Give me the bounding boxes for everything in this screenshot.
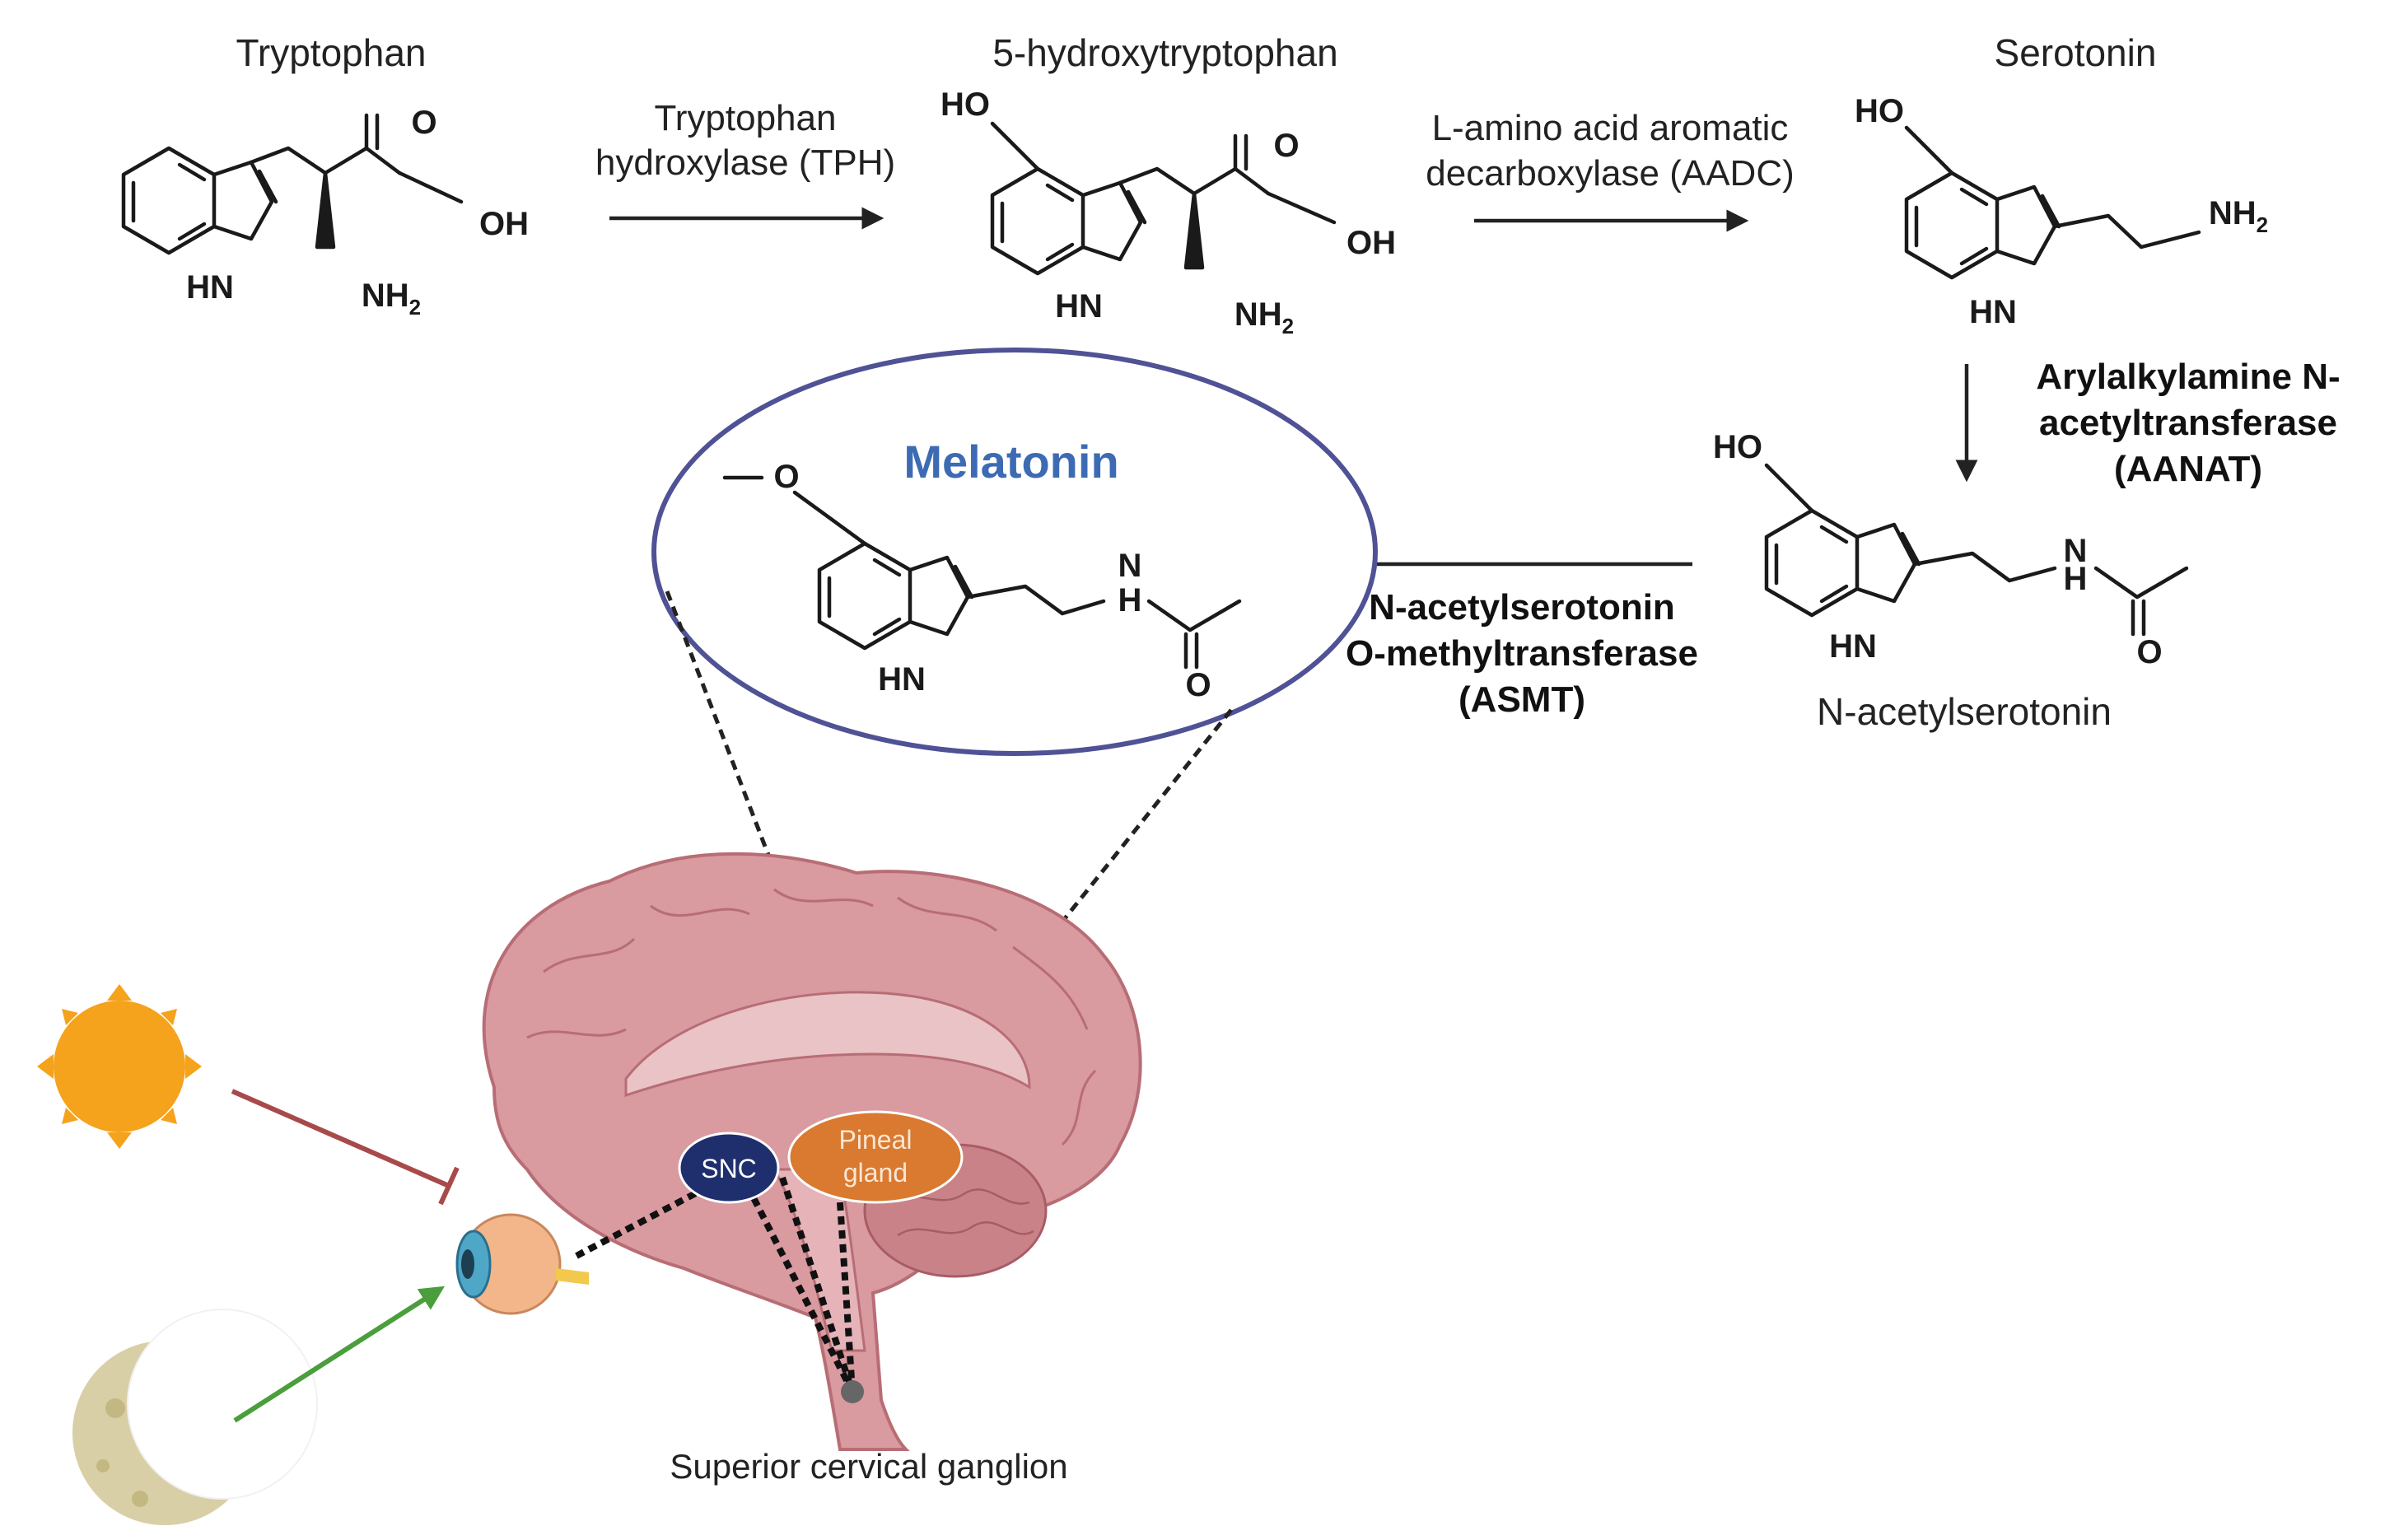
- light-inhibition-line: [231, 1089, 450, 1188]
- tryptophan-structure: [121, 113, 464, 255]
- melatonin-hn: HN: [878, 661, 926, 698]
- n-acetylserotonin-label: N-acetylserotonin: [1817, 690, 2112, 733]
- asmt-label-line2: O-methyltransferase: [1346, 633, 1698, 674]
- melatonin-n: N: [1118, 548, 1142, 584]
- light-inhibition-bar: [438, 1166, 460, 1206]
- aanat-label-line2: acetyltransferase: [2039, 403, 2337, 443]
- tryptophan-oh: OH: [479, 206, 529, 242]
- serotonin-nh2: NH2: [2209, 195, 2268, 237]
- hydroxytryptophan-nh2: NH2: [1235, 296, 1294, 338]
- n-acetylserotonin-h: H: [2064, 561, 2088, 597]
- melatonin-o-methoxy: O: [773, 459, 799, 495]
- moon-icon: [72, 1309, 318, 1525]
- tryptophan-o: O: [411, 105, 436, 141]
- n-acetylserotonin-ho: HO: [1713, 429, 1762, 465]
- melatonin-structure: [722, 475, 1242, 670]
- melatonin-h: H: [1118, 582, 1142, 618]
- eye-illustration: [455, 1213, 589, 1315]
- pineal-gland-node: [787, 1110, 964, 1204]
- tph-label-line2: hydroxylase (TPH): [595, 142, 895, 183]
- tryptophan-hn: HN: [186, 269, 234, 306]
- hydroxytryptophan-oh: OH: [1347, 225, 1396, 261]
- tph-label-line1: Tryptophan: [655, 98, 837, 138]
- tryptophan-label: Tryptophan: [236, 31, 427, 74]
- melatonin-o: O: [1185, 667, 1211, 703]
- n-acetylserotonin-o: O: [2136, 634, 2162, 670]
- dark-activation-arrow: [233, 1286, 446, 1423]
- aadc-label-line1: L-amino acid aromatic: [1432, 108, 1789, 148]
- n-acetylserotonin-structure: [1764, 463, 2189, 637]
- melatonin-ellipse: [651, 348, 1378, 756]
- melatonin-title: Melatonin: [903, 436, 1118, 488]
- hydroxytryptophan-label: 5-hydroxytryptophan: [992, 31, 1337, 74]
- serotonin-hn: HN: [1969, 294, 2017, 330]
- snc-label: SNC: [701, 1154, 757, 1183]
- n-acetylserotonin-n: N: [2064, 533, 2088, 569]
- hydroxytryptophan-hn: HN: [1055, 288, 1103, 324]
- n-acetylserotonin-hn: HN: [1829, 628, 1877, 665]
- serotonin-structure: [1904, 125, 2201, 280]
- hydroxytryptophan-structure: [990, 121, 1337, 276]
- aanat-label-line3: (AANAT): [2114, 449, 2262, 489]
- pineal-label-line2: gland: [843, 1158, 908, 1188]
- serotonin-label: Serotonin: [1995, 31, 2157, 74]
- asmt-label-line1: N-acetylserotonin: [1369, 587, 1675, 628]
- pineal-label-line1: Pineal: [839, 1125, 912, 1155]
- hydroxytryptophan-o: O: [1273, 128, 1299, 164]
- hydroxytryptophan-ho: HO: [940, 86, 990, 123]
- serotonin-ho: HO: [1855, 93, 1904, 129]
- aanat-label-line1: Arylalkylamine N-: [2036, 357, 2340, 397]
- snc-node: [678, 1132, 780, 1204]
- tryptophan-nh2: NH2: [362, 278, 421, 320]
- asmt-label-line3: (ASMT): [1459, 679, 1585, 720]
- sun-icon: [37, 984, 202, 1149]
- aadc-label-line2: decarboxylase (AADC): [1426, 153, 1795, 194]
- ganglion-label: Superior cervical ganglion: [670, 1447, 1067, 1486]
- ganglion-node: [841, 1380, 864, 1403]
